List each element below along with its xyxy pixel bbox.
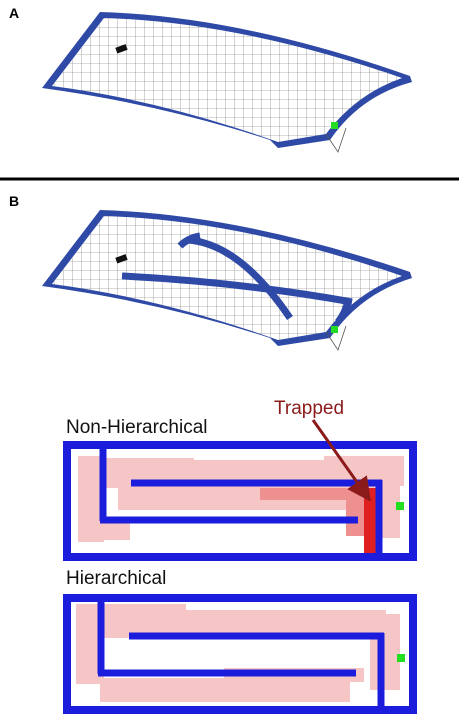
goal-marker-a [331, 122, 338, 129]
maze-wall-b-1 [121, 272, 353, 306]
maze-wall-b-4 [177, 232, 201, 249]
maze-wall-b-2 [335, 299, 352, 325]
start-marker-a [115, 44, 128, 54]
hierarchical-caption: Hierarchical [66, 568, 167, 589]
goal-marker-nh [396, 502, 404, 510]
terrain-grid-b [52, 216, 402, 340]
panel-a-terrain [42, 12, 412, 153]
non-hierarchical-maze [63, 441, 417, 561]
trapped-label: Trapped [274, 398, 345, 419]
trace-medium-nh [260, 488, 372, 536]
terrain-dip-a [325, 127, 347, 153]
start-marker-b [115, 254, 128, 264]
panel-label-a: A [9, 5, 20, 21]
panel-label-b: B [9, 193, 20, 209]
non-hierarchical-caption: Non-Hierarchical [66, 417, 208, 438]
goal-marker-b [331, 326, 338, 333]
maze-wall-b-3 [187, 236, 293, 320]
panel-b-terrain [42, 210, 412, 351]
outer-wall-nh [63, 441, 417, 561]
goal-marker-h [397, 654, 405, 662]
trapped-arrow [311, 419, 371, 502]
outer-wall-h [63, 594, 417, 714]
terrain-dip-b [325, 325, 347, 351]
trace-light-h [76, 604, 400, 702]
terrain-grid-a [52, 18, 402, 142]
trace-strong-nh [364, 488, 378, 554]
hierarchical-maze [63, 594, 417, 714]
